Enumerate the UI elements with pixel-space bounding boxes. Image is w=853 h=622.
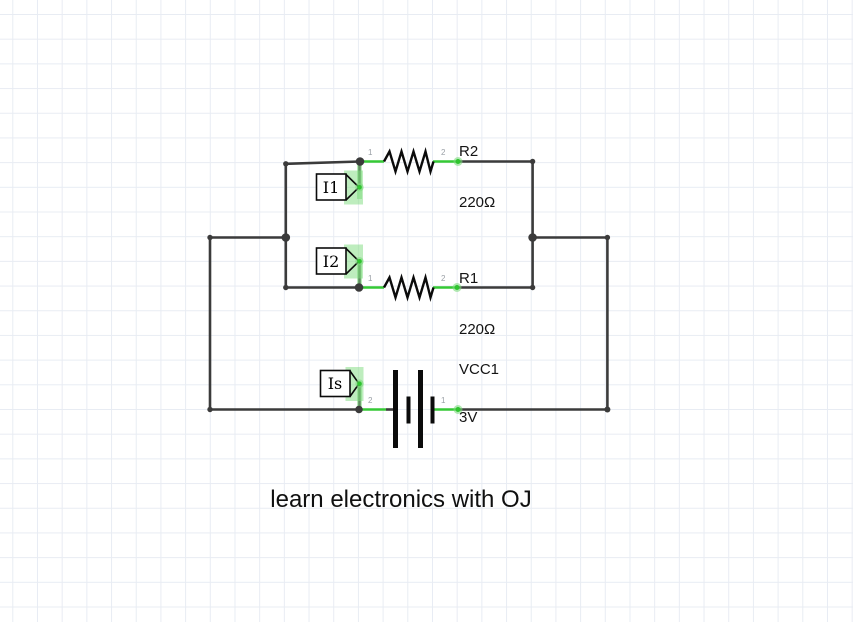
corner-dot	[283, 161, 289, 167]
probe-is-label[interactable]: Is	[327, 373, 343, 393]
junction-dot	[281, 233, 291, 242]
battery-vcc1-symbol[interactable]	[393, 370, 435, 448]
resistor-r1-zigzag[interactable]	[382, 272, 435, 303]
r2-label[interactable]: R2 220Ω	[459, 109, 495, 245]
junction-dot	[355, 405, 363, 414]
probe-i2-tip-dot	[357, 259, 362, 264]
pin-end-dots	[452, 157, 463, 414]
resistor-r2-zigzag[interactable]	[382, 146, 435, 177]
wire-top-left-horizontal[interactable]	[285, 160, 361, 166]
probe-i2-box[interactable]	[315, 247, 347, 275]
corner-dot	[604, 406, 611, 413]
resistor-r2-symbol[interactable]	[382, 146, 435, 177]
r1-value[interactable]: 220Ω	[459, 321, 496, 338]
probe-is-box[interactable]	[319, 369, 351, 398]
canvas-caption[interactable]: learn electronics with OJ	[270, 486, 532, 513]
probe-is-tip-dot	[357, 381, 362, 387]
probe-i2[interactable]	[315, 244, 364, 279]
vcc1-pin1-number: 1	[441, 396, 446, 405]
probe-i1[interactable]	[315, 170, 364, 205]
junction-dot	[355, 157, 365, 166]
probe-i1-tip-dot	[357, 185, 362, 190]
probe-i2-label[interactable]: I2	[322, 251, 340, 271]
circuit-wires[interactable]	[208, 160, 609, 411]
r2-pin2-number: 2	[441, 148, 446, 157]
r2-value[interactable]: 220Ω	[459, 194, 496, 211]
vcc1-pin1-dot	[455, 407, 461, 412]
vcc1-label[interactable]: VCC1 3V	[459, 330, 499, 458]
probe-i1-highlight	[344, 170, 363, 205]
r1-pin2-dot	[454, 285, 460, 290]
probe-i2-highlight	[344, 244, 363, 279]
r2-pin2-dot	[455, 159, 461, 164]
r1-pin1-number: 1	[368, 274, 373, 283]
r1-ref[interactable]: R1	[459, 270, 479, 287]
vcc1-ref[interactable]: VCC1	[459, 361, 500, 378]
corner-dot	[529, 158, 536, 165]
r2-pin1-number: 1	[368, 148, 373, 157]
probe-i1-label[interactable]: I1	[322, 177, 340, 197]
corner-dot	[207, 406, 213, 413]
pin-highlight-wires[interactable]	[359, 160, 458, 411]
resistor-r1-symbol[interactable]	[382, 272, 435, 303]
r1-label[interactable]: R1 220Ω	[459, 236, 495, 372]
junction-dots	[207, 157, 611, 414]
r2-ref[interactable]: R2	[459, 143, 479, 160]
junction-dot	[528, 233, 537, 242]
junction-dot	[354, 283, 364, 292]
probe-i1-box[interactable]	[315, 173, 347, 201]
r1-pin2-number: 2	[441, 274, 446, 283]
corner-dot	[283, 284, 289, 291]
corner-dot	[207, 234, 213, 241]
vcc1-value[interactable]: 3V	[459, 409, 478, 426]
probe-is[interactable]	[319, 367, 364, 401]
vcc1-pin2-number: 2	[368, 396, 373, 405]
corner-dot	[529, 284, 536, 291]
corner-dot	[604, 234, 611, 241]
